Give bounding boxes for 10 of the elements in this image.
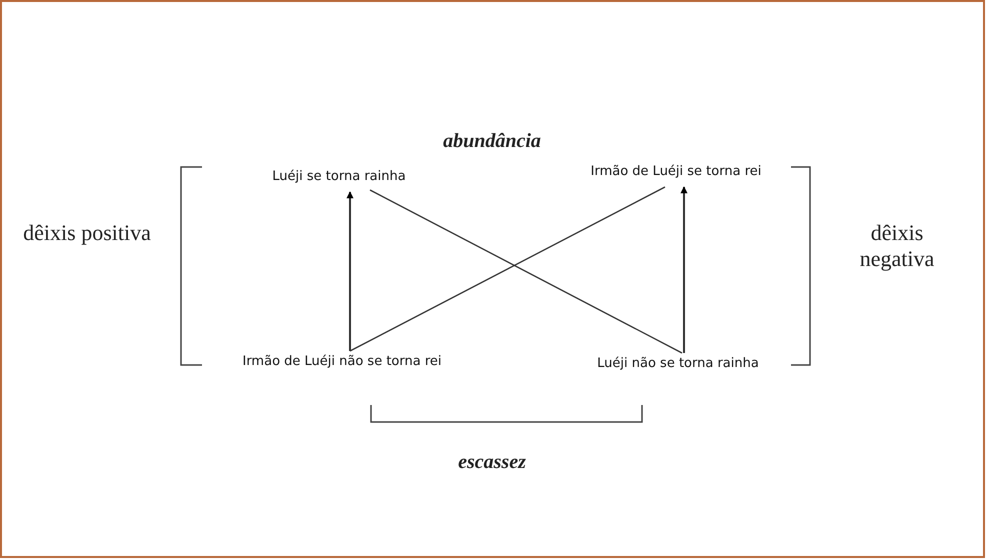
arrow: [680, 186, 688, 353]
term-text: Luéji não se torna rainha: [580, 355, 776, 375]
term-text: Irmão de Luéji não se torna rei: [228, 353, 456, 373]
arrow: [346, 191, 354, 351]
pole-label: abundância: [442, 129, 542, 154]
pole-label: escassez: [457, 450, 527, 475]
term-text: Luéji se torna rainha: [254, 168, 424, 188]
term-text: Irmão de Luéji se torna rei: [578, 163, 774, 183]
deixis-label: dêixis negativa: [858, 220, 936, 272]
deixis-label: dêixis positiva: [22, 220, 152, 246]
